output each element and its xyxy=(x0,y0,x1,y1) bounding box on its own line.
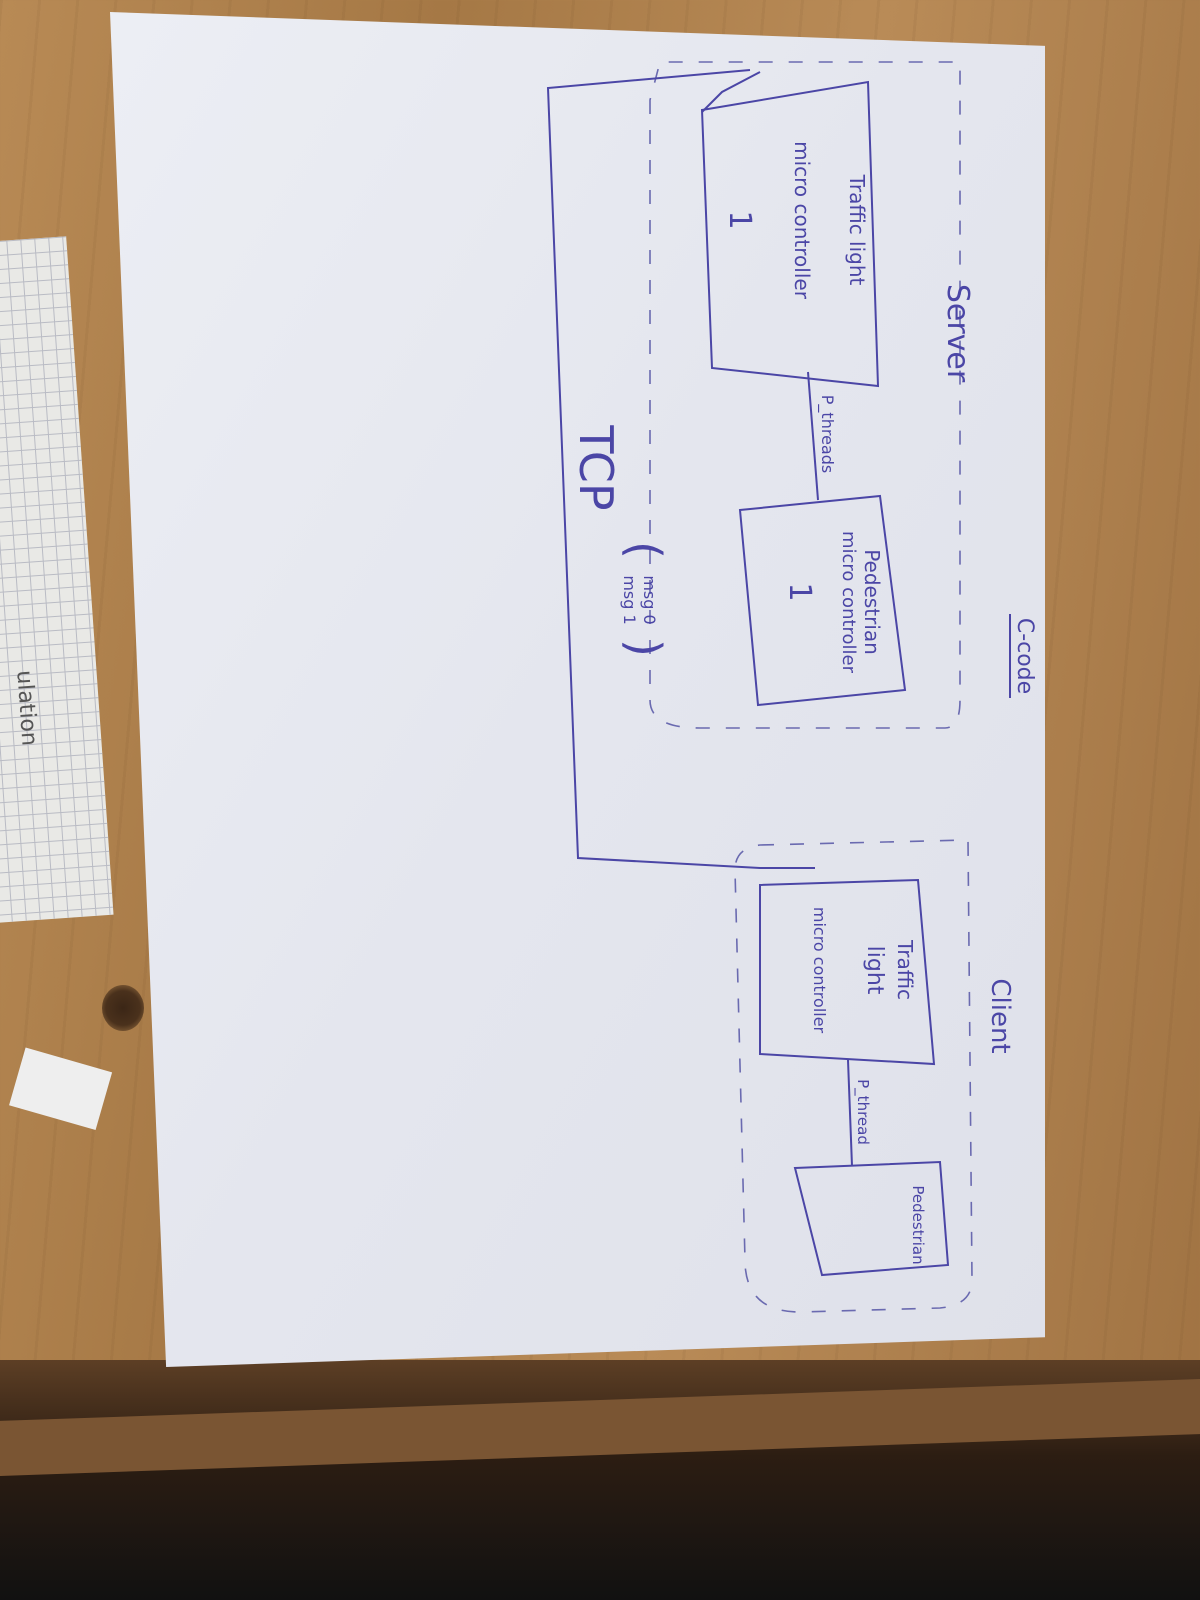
server-traffic-text: Traffic light micro controller 1 xyxy=(722,141,869,300)
server-traffic-number: 1 xyxy=(722,210,757,229)
client-traffic-box xyxy=(759,878,936,1066)
client-pthread-link xyxy=(847,1059,853,1167)
server-pthreads-label: P_threads xyxy=(817,395,837,473)
server-pedestrian-line2: micro controller xyxy=(838,531,859,674)
desk-edge xyxy=(0,1360,1200,1600)
client-pthread-label: P_thread xyxy=(853,1079,872,1145)
client-pedestrian-box xyxy=(793,1160,950,1277)
paper-sheet xyxy=(110,12,1045,1367)
tcp-bracket-open: ( xyxy=(617,541,671,559)
server-pedestrian-number: 1 xyxy=(782,582,817,601)
server-traffic-line1: Traffic light xyxy=(845,174,869,286)
client-label: Client xyxy=(985,978,1015,1053)
tcp-bracket-close: ) xyxy=(617,639,671,657)
tcp-connection xyxy=(546,69,815,869)
server-traffic-box-corner xyxy=(701,71,761,113)
tcp-msg-bottom: msg 1 xyxy=(620,575,639,624)
tcp-msg-top: msg 0 xyxy=(640,575,659,624)
diagram-title: C-code xyxy=(1012,618,1037,694)
tcp-label: TCP xyxy=(569,424,623,510)
server-pedestrian-text: Pedestrian micro controller 1 xyxy=(782,531,884,674)
client-pedestrian-label: Pedestrian xyxy=(909,1185,927,1264)
server-traffic-box xyxy=(700,80,880,388)
client-traffic-text: Traffic light micro controller xyxy=(810,907,917,1034)
server-boundary xyxy=(649,61,961,729)
desk-stain xyxy=(102,985,144,1031)
tcp-messages: ( msg 0 msg 1 ) xyxy=(617,541,671,657)
client-traffic-line1: Traffic xyxy=(893,939,917,1000)
client-boundary xyxy=(734,839,973,1313)
client-traffic-line2: light xyxy=(862,946,887,995)
server-pthreads-link xyxy=(807,371,819,501)
title-group: C-code xyxy=(1009,614,1037,698)
client-traffic-line3: micro controller xyxy=(810,907,829,1034)
server-pedestrian-box xyxy=(738,494,907,707)
server-pedestrian-line1: Pedestrian xyxy=(860,549,884,655)
server-label: Server xyxy=(940,284,975,383)
server-traffic-line2: micro controller xyxy=(790,141,814,300)
